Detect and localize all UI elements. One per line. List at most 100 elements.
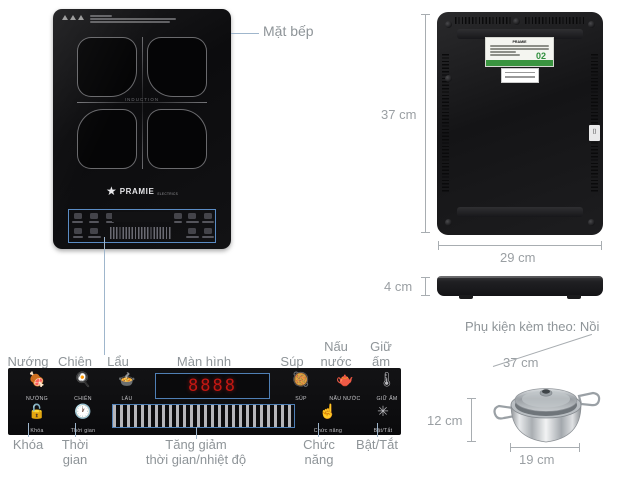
sticker-spec-line (490, 48, 549, 50)
dimension-label-thickness: 4 cm (384, 279, 413, 294)
callout-label-cooktop-surface: Mặt bếp (263, 23, 314, 39)
leader-line-thoi-gian (75, 423, 76, 437)
dimension-tick (421, 14, 430, 15)
mini-caption (89, 221, 99, 223)
zone-quadrant (147, 37, 207, 97)
dimension-line-pot-base (510, 447, 580, 448)
cooktop-top-view: INDUCTION ★ PRAMIE ELECTRICS (53, 9, 231, 249)
mini-icon-nuong (74, 213, 82, 219)
dimension-label-height: 37 cm (381, 107, 417, 122)
dimension-line-pot-height (471, 398, 472, 442)
button-lau[interactable]: 🍲 LẨU (106, 372, 148, 405)
screw-icon (588, 21, 595, 28)
leader-line-chuc-nang (318, 423, 319, 437)
vent-grille-top-left (455, 17, 511, 24)
button-giu-am[interactable]: 🌡 GIỮ ẤM (366, 372, 408, 405)
label-lau: Lẩu (107, 354, 129, 369)
button-chien[interactable]: 🍳 CHIÊN (62, 372, 104, 405)
serial-line (505, 76, 535, 78)
side-foot (459, 295, 473, 299)
zone-quadrant (77, 109, 137, 169)
dimension-line-height (425, 14, 426, 233)
serial-line (505, 72, 535, 74)
zone-divider-vertical (142, 37, 143, 169)
mini-icon-nau-nuoc (188, 213, 196, 219)
dimension-line-width (438, 245, 602, 246)
label-nau-nuoc-line1: Nấu (324, 339, 348, 354)
screw-icon (445, 21, 452, 28)
screw-icon (588, 219, 595, 226)
mini-icon-sup (174, 213, 182, 219)
sticker-green-band (486, 60, 553, 66)
label-man-hinh: Màn hình (176, 354, 232, 369)
dimension-tick (421, 295, 430, 296)
label-giu-am-line1: Giữ (370, 339, 392, 354)
frying-pan-icon: 🍳 (74, 371, 92, 387)
vent-grille-left (442, 54, 449, 192)
dimension-tick (438, 241, 439, 250)
button-bat-tat[interactable]: ✳ Bật/Tắt (360, 404, 406, 437)
mini-caption (202, 221, 214, 223)
brand-name: PRAMIE (119, 186, 155, 196)
dimension-line-pot-width (492, 333, 593, 367)
warning-text-lines (90, 15, 176, 25)
button-caption: SÚP (295, 396, 307, 402)
button-caption: NƯỚNG (26, 396, 48, 402)
label-tang-giam-line2: thời gian/nhiệt độ (145, 452, 247, 467)
screw-icon (445, 75, 452, 82)
button-nau-nuoc[interactable]: 🫖 NẤU NƯỚC (322, 372, 368, 405)
button-chuc-nang[interactable]: ☝ Chức năng (304, 404, 352, 437)
grill-icon: 🍖 (28, 371, 46, 387)
mini-display (112, 212, 170, 222)
rear-rib-bottom (457, 207, 583, 217)
hotpot-icon: 🍲 (118, 371, 136, 387)
button-khoa[interactable]: 🔓 Khóa (16, 404, 58, 437)
dimension-label-pot-height: 12 cm (427, 413, 463, 428)
dimension-tick (467, 441, 476, 442)
temperature-time-slider[interactable] (112, 404, 295, 428)
leader-line-khoa (28, 423, 29, 437)
button-caption: Khóa (30, 428, 44, 434)
screw-icon (445, 219, 452, 226)
soup-pot-icon: 🥘 (292, 371, 310, 387)
cooker-rear-view: PRAMIE 02 ⌷ (437, 12, 603, 235)
label-khoa: Khóa (12, 437, 44, 452)
sticker-spec-line (490, 51, 516, 53)
cooker-side-view (437, 276, 603, 299)
screw-icon (513, 18, 520, 25)
sticker-spec-line (490, 54, 520, 56)
dimension-tick (579, 443, 580, 452)
rear-rib-top (457, 29, 583, 39)
dimension-label-width: 29 cm (500, 250, 536, 265)
button-caption: GIỮ ẤM (376, 396, 398, 402)
button-nuong[interactable]: 🍖 NƯỚNG (16, 372, 58, 405)
mini-caption (88, 236, 101, 238)
leader-line-tang-giam (196, 427, 197, 439)
brand-subtitle: ELECTRICS (157, 192, 179, 196)
cooktop-control-panel-thumbnail[interactable] (68, 209, 216, 243)
sticker-brand: PRAMIE (512, 40, 527, 44)
power-star-icon: ✳ (377, 403, 389, 419)
button-caption: Bật/Tắt (373, 428, 393, 434)
label-thoi-gian-line1: Thời (61, 437, 89, 452)
mini-caption (186, 236, 199, 238)
button-sup[interactable]: 🥘 SÚP (280, 372, 322, 405)
mini-icon-chuc-nang (188, 228, 196, 234)
panel-highlight-box (68, 209, 216, 243)
side-foot (567, 295, 581, 299)
dimension-tick (421, 232, 430, 233)
button-thoi-gian[interactable]: 🕐 Thời gian (62, 404, 104, 437)
mini-icon-thoi-gian (90, 228, 98, 234)
power-cord-port-icon: ⌷ (589, 125, 600, 141)
accessory-note: Phụ kiện kèm theo: Nồi (465, 319, 600, 334)
brand-logo: ★ PRAMIE ELECTRICS (53, 185, 231, 197)
dimension-line-thickness (425, 277, 426, 296)
label-chuc-nang-line1: Chức (303, 437, 335, 452)
dimension-label-pot-base: 19 cm (519, 452, 555, 467)
vent-grille-top-right (525, 17, 585, 24)
clock-icon: 🕐 (74, 403, 92, 419)
label-bat-tat: Bật/Tắt (356, 437, 398, 452)
mini-caption (73, 236, 83, 238)
button-caption: Chức năng (313, 428, 343, 434)
digital-display: 8888 (155, 373, 270, 399)
